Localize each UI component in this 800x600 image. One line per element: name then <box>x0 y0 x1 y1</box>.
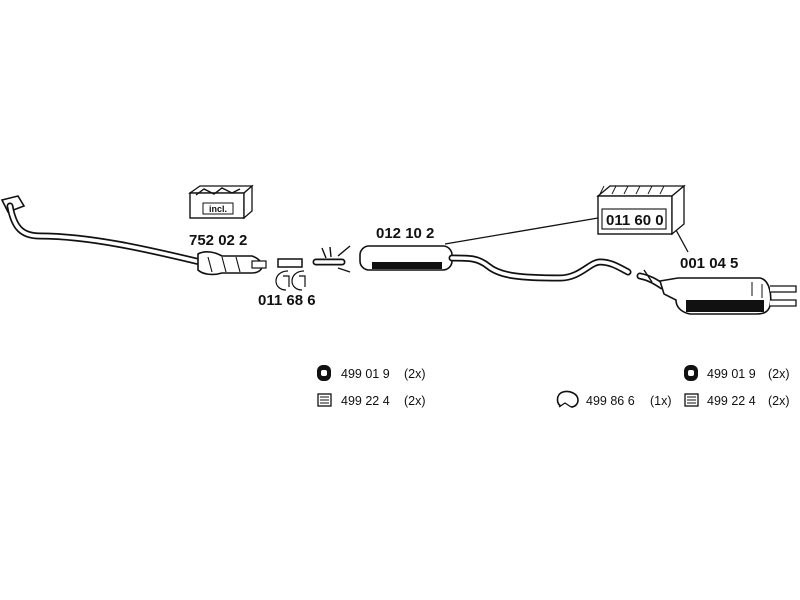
catalytic-converter-number: 752 02 2 <box>189 232 247 249</box>
clamp-ring-icon <box>556 390 579 408</box>
part-number: 499 01 9 <box>707 367 756 381</box>
rubber-hanger-icon <box>684 365 698 381</box>
front-pipe-assembly[interactable] <box>0 195 267 276</box>
part-number: 499 22 4 <box>707 394 756 408</box>
rubber-hanger-icon <box>317 365 331 381</box>
part-number: 499 01 9 <box>341 367 390 381</box>
part-quantity: (2x) <box>404 367 426 381</box>
middle-silencer-assembly[interactable] <box>312 245 632 282</box>
bracket-icon <box>317 393 332 407</box>
catalyst-kit-box[interactable]: incl. <box>187 184 254 220</box>
catalytic-converter <box>197 251 267 276</box>
connector-pipe[interactable] <box>277 258 303 268</box>
rear-silencer-assembly[interactable] <box>636 269 797 315</box>
middle-silencer-number: 012 10 2 <box>376 225 434 242</box>
mounting-kit-box[interactable]: 011 60 0 <box>596 184 686 236</box>
part-quantity: (2x) <box>404 394 426 408</box>
part-quantity: (2x) <box>768 394 790 408</box>
part-number: 499 22 4 <box>341 394 390 408</box>
leader-line-rear <box>675 229 689 253</box>
part-quantity: (1x) <box>650 394 672 408</box>
part-number: 499 86 6 <box>586 394 635 408</box>
leader-line-middle <box>444 217 599 245</box>
parts-list-rear: 499 01 9 (2x) 499 86 6 (1x) 499 22 4 (2x… <box>556 365 790 408</box>
parts-list-middle: 499 01 9 (2x) 499 22 4 (2x) <box>317 365 426 408</box>
connector-clamps-icon <box>275 270 306 291</box>
kit-incl-label: incl. <box>209 204 227 214</box>
rear-silencer-number: 001 04 5 <box>680 255 738 272</box>
bracket-icon <box>684 393 699 407</box>
part-quantity: (2x) <box>768 367 790 381</box>
connector-clamps-number: 011 68 6 <box>258 292 316 309</box>
mounting-kit-number: 011 60 0 <box>606 212 664 229</box>
